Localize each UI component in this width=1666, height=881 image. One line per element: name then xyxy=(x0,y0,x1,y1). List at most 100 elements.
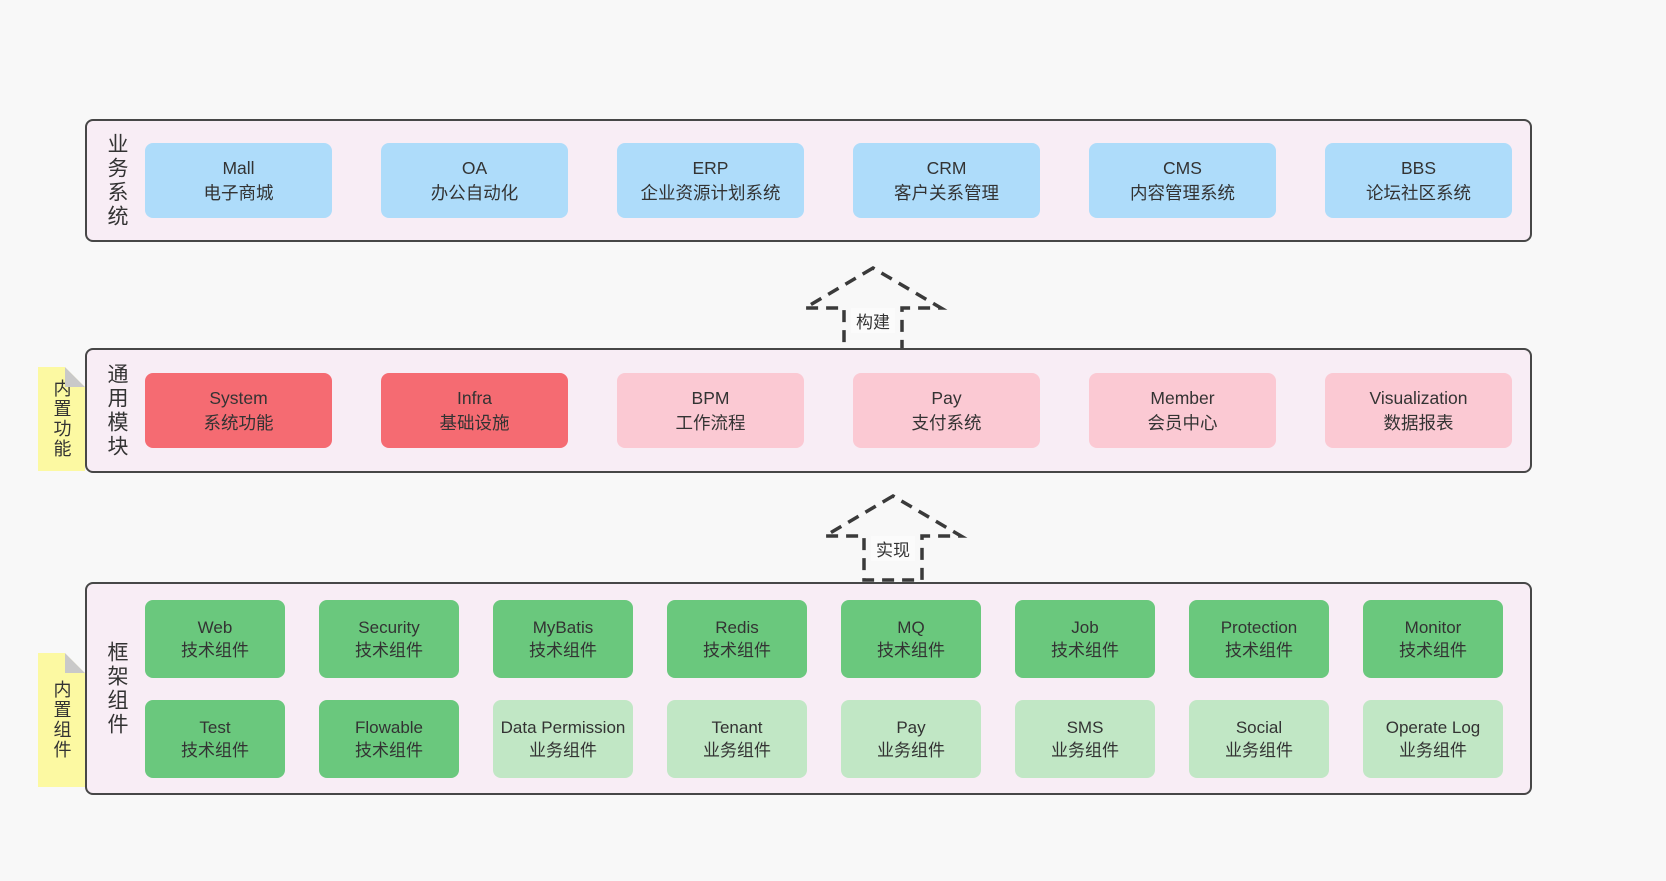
box-member: Member 会员中心 xyxy=(1089,373,1276,448)
box-mq-name: MQ xyxy=(897,617,925,637)
box-redis-name: Redis xyxy=(715,617,759,637)
box-operate-log: Operate Log 业务组件 xyxy=(1363,699,1503,778)
box-protection-desc: 技术组件 xyxy=(1225,640,1293,660)
box-test: Test 技术组件 xyxy=(145,699,285,778)
box-member-desc: 会员中心 xyxy=(1147,412,1218,433)
box-pay-component-name: Pay xyxy=(896,717,926,737)
box-job-desc: 技术组件 xyxy=(1051,640,1119,660)
box-bpm: BPM 工作流程 xyxy=(617,373,804,448)
box-test-desc: 技术组件 xyxy=(181,740,249,760)
box-operate-log-desc: 业务组件 xyxy=(1399,740,1467,760)
box-pay-module-name: Pay xyxy=(931,387,962,408)
box-bpm-desc: 工作流程 xyxy=(675,412,746,433)
box-mybatis-desc: 技术组件 xyxy=(529,640,597,660)
arrow-implement-label: 实现 xyxy=(871,536,915,561)
layer-business-systems: 业务系统 Mall 电子商城 OA 办公自动化 ERP 企业资源计划系统 CRM… xyxy=(85,119,1532,242)
box-cms-name: CMS xyxy=(1163,157,1202,178)
components-grid: Web 技术组件 Security 技术组件 MyBatis 技术组件 Redi… xyxy=(145,599,1503,778)
arrow-implement: 实现 xyxy=(818,492,968,584)
box-pay-module-desc: 支付系统 xyxy=(911,412,982,433)
layer-label-components-text: 框架组件 xyxy=(105,640,128,737)
box-security: Security 技术组件 xyxy=(319,599,459,678)
box-sms: SMS 业务组件 xyxy=(1015,699,1155,778)
layer-common-modules: 通用模块 System 系统功能 Infra 基础设施 BPM 工作流程 Pay… xyxy=(85,348,1532,473)
box-web-desc: 技术组件 xyxy=(181,640,249,660)
box-erp: ERP 企业资源计划系统 xyxy=(617,143,804,218)
box-monitor-name: Monitor xyxy=(1404,617,1462,637)
box-security-name: Security xyxy=(358,617,420,637)
box-system-desc: 系统功能 xyxy=(203,412,274,433)
note-built-in-features: 内置功能 xyxy=(38,367,85,471)
layer-label-modules: 通用模块 xyxy=(87,350,145,471)
box-data-permission-name: Data Permission xyxy=(500,717,626,737)
box-mall: Mall 电子商城 xyxy=(145,143,332,218)
box-protection: Protection 技术组件 xyxy=(1189,599,1329,678)
box-redis: Redis 技术组件 xyxy=(667,599,807,678)
arrow-build: 构建 xyxy=(798,264,948,356)
note-built-in-components-text: 内置组件 xyxy=(51,680,72,760)
business-box-row: Mall 电子商城 OA 办公自动化 ERP 企业资源计划系统 CRM 客户关系… xyxy=(145,143,1512,218)
layer-label-modules-text: 通用模块 xyxy=(105,362,128,459)
box-visualization-desc: 数据报表 xyxy=(1383,412,1454,433)
box-social-name: Social xyxy=(1235,717,1283,737)
box-mall-desc: 电子商城 xyxy=(203,182,274,203)
box-web: Web 技术组件 xyxy=(145,599,285,678)
box-erp-name: ERP xyxy=(692,157,729,178)
box-bpm-name: BPM xyxy=(691,387,730,408)
box-tenant: Tenant 业务组件 xyxy=(667,699,807,778)
box-sms-desc: 业务组件 xyxy=(1051,740,1119,760)
box-erp-desc: 企业资源计划系统 xyxy=(640,182,781,203)
box-system: System 系统功能 xyxy=(145,373,332,448)
box-pay-component: Pay 业务组件 xyxy=(841,699,981,778)
box-web-name: Web xyxy=(197,617,233,637)
box-crm-desc: 客户关系管理 xyxy=(894,182,999,203)
box-oa-name: OA xyxy=(461,157,488,178)
box-system-name: System xyxy=(209,387,268,408)
box-pay-component-desc: 业务组件 xyxy=(877,740,945,760)
box-member-name: Member xyxy=(1150,387,1215,408)
box-test-name: Test xyxy=(199,717,231,737)
box-social-desc: 业务组件 xyxy=(1225,740,1293,760)
layer-label-business-text: 业务系统 xyxy=(105,132,128,229)
box-job: Job 技术组件 xyxy=(1015,599,1155,678)
box-oa-desc: 办公自动化 xyxy=(430,182,519,203)
box-crm-name: CRM xyxy=(926,157,967,178)
box-crm: CRM 客户关系管理 xyxy=(853,143,1040,218)
box-tenant-desc: 业务组件 xyxy=(703,740,771,760)
box-pay-module: Pay 支付系统 xyxy=(853,373,1040,448)
box-mybatis-name: MyBatis xyxy=(532,617,594,637)
up-arrow-icon xyxy=(818,493,968,582)
box-sms-name: SMS xyxy=(1066,717,1104,737)
box-job-name: Job xyxy=(1071,617,1099,637)
folded-corner-icon xyxy=(65,367,85,387)
modules-box-row: System 系统功能 Infra 基础设施 BPM 工作流程 Pay 支付系统… xyxy=(145,373,1512,448)
components-row-1: Web 技术组件 Security 技术组件 MyBatis 技术组件 Redi… xyxy=(145,599,1503,678)
box-infra-name: Infra xyxy=(456,387,493,408)
box-redis-desc: 技术组件 xyxy=(703,640,771,660)
arrow-build-label: 构建 xyxy=(851,308,895,333)
box-cms: CMS 内容管理系统 xyxy=(1089,143,1276,218)
box-mq: MQ 技术组件 xyxy=(841,599,981,678)
box-oa: OA 办公自动化 xyxy=(381,143,568,218)
box-bbs: BBS 论坛社区系统 xyxy=(1325,143,1512,218)
box-tenant-name: Tenant xyxy=(711,717,763,737)
layer-label-components: 框架组件 xyxy=(87,584,145,793)
box-mall-name: Mall xyxy=(222,157,255,178)
box-cms-desc: 内容管理系统 xyxy=(1130,182,1235,203)
box-operate-log-name: Operate Log xyxy=(1385,717,1481,737)
components-row-2: Test 技术组件 Flowable 技术组件 Data Permission … xyxy=(145,699,1503,778)
box-flowable-desc: 技术组件 xyxy=(355,740,423,760)
layer-framework-components: 框架组件 Web 技术组件 Security 技术组件 MyBatis 技术组件… xyxy=(85,582,1532,795)
box-flowable-name: Flowable xyxy=(354,717,424,737)
note-built-in-components: 内置组件 xyxy=(38,653,85,787)
box-mybatis: MyBatis 技术组件 xyxy=(493,599,633,678)
box-visualization-name: Visualization xyxy=(1369,387,1468,408)
note-built-in-features-text: 内置功能 xyxy=(51,379,72,459)
box-security-desc: 技术组件 xyxy=(355,640,423,660)
box-infra: Infra 基础设施 xyxy=(381,373,568,448)
box-data-permission-desc: 业务组件 xyxy=(529,740,597,760)
folded-corner-icon xyxy=(65,653,85,673)
box-flowable: Flowable 技术组件 xyxy=(319,699,459,778)
box-infra-desc: 基础设施 xyxy=(439,412,510,433)
